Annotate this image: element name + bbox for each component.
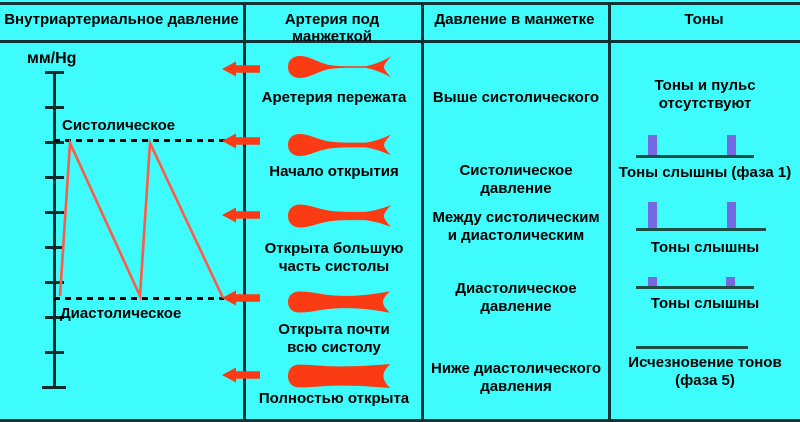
axis-tick bbox=[45, 351, 64, 354]
systolic-dashed-line bbox=[54, 139, 230, 142]
column-header-tones: Тоны bbox=[684, 11, 724, 28]
artery-shape-opening bbox=[288, 134, 391, 156]
artery-state-label: Открыта большую часть систолы bbox=[264, 240, 404, 275]
column-header-cuff-pressure: Давление в манжетке bbox=[434, 11, 595, 28]
pressure-unit-label: мм/Hg bbox=[27, 50, 77, 67]
left-arrow-icon bbox=[222, 133, 260, 149]
artery-shape-pinched bbox=[288, 56, 391, 78]
axis-tick bbox=[45, 176, 64, 179]
tone-pulse-graphic bbox=[636, 277, 756, 289]
tone-pulse-graphic bbox=[636, 135, 756, 158]
left-arrow-icon bbox=[222, 367, 260, 383]
sound-baseline bbox=[636, 346, 748, 349]
artery-state-label: Полностью открыта bbox=[258, 390, 410, 407]
tones-label: Тоны слышны (фаза 1) bbox=[618, 164, 792, 181]
axis-tick bbox=[45, 106, 64, 109]
left-arrow-icon bbox=[222, 61, 260, 77]
axis-tick bbox=[42, 386, 66, 389]
column-divider-3 bbox=[608, 2, 611, 422]
pulse-bar-icon bbox=[726, 277, 735, 286]
cuff-pressure-label: Выше систолического bbox=[432, 89, 600, 106]
column-header-artery-under-cuff: Артерия под манжеткой bbox=[284, 11, 380, 45]
cuff-pressure-label: Диастолическое давление bbox=[455, 280, 577, 315]
pulse-bar-icon bbox=[727, 135, 736, 155]
column-header-intraarterial-pressure: Внутриартериальное давление bbox=[4, 11, 239, 28]
left-arrow-icon bbox=[222, 290, 260, 306]
pulse-bar-icon bbox=[648, 202, 657, 228]
diastolic-label: Диастолическое bbox=[60, 305, 182, 322]
pulse-bar-icon bbox=[648, 135, 657, 155]
axis-tick bbox=[45, 211, 64, 214]
axis-tick bbox=[45, 246, 64, 249]
pressure-axis bbox=[53, 71, 56, 389]
artery-state-label: Открыта почти всю систолу bbox=[278, 321, 390, 356]
axis-tick bbox=[45, 141, 64, 144]
arterial-pressure-waveform bbox=[58, 137, 225, 302]
artery-state-label: Аретерия пережата bbox=[261, 89, 407, 106]
tones-label: Тоны слышны bbox=[650, 295, 760, 312]
axis-tick bbox=[45, 281, 64, 284]
sound-baseline bbox=[636, 228, 766, 231]
artery-state-label: Начало открытия bbox=[269, 163, 399, 180]
tones-label: Тоны и пульс отсутствуют bbox=[654, 77, 756, 112]
tone-pulse-graphic bbox=[636, 202, 768, 231]
column-divider-2 bbox=[421, 2, 424, 422]
cuff-pressure-label: Систолическое давление bbox=[459, 162, 573, 197]
axis-tick bbox=[45, 71, 64, 74]
header-separator bbox=[0, 40, 800, 43]
artery-shape-mostly-open bbox=[288, 204, 391, 228]
diastolic-dashed-line bbox=[54, 297, 224, 300]
table-top-border bbox=[0, 2, 800, 5]
artery-shape-nearly-open bbox=[288, 291, 390, 313]
artery-shape-fully-open bbox=[288, 364, 390, 388]
cuff-pressure-label: Между систолическим и диастолическим bbox=[432, 209, 600, 244]
axis-tick bbox=[45, 316, 64, 319]
pulse-bar-icon bbox=[648, 277, 657, 286]
table-bottom-border bbox=[0, 419, 800, 422]
cuff-pressure-label: Ниже диастолического давления bbox=[431, 360, 601, 395]
pulse-bar-icon bbox=[727, 202, 736, 228]
left-arrow-icon bbox=[222, 207, 260, 223]
systolic-label: Систолическое bbox=[62, 117, 176, 134]
sound-baseline bbox=[636, 155, 754, 158]
tones-label: Исчезновение тонов (фаза 5) bbox=[628, 354, 782, 389]
tone-silence-graphic bbox=[636, 343, 750, 349]
sound-baseline bbox=[636, 286, 754, 289]
tones-label: Тоны слышны bbox=[650, 239, 760, 256]
